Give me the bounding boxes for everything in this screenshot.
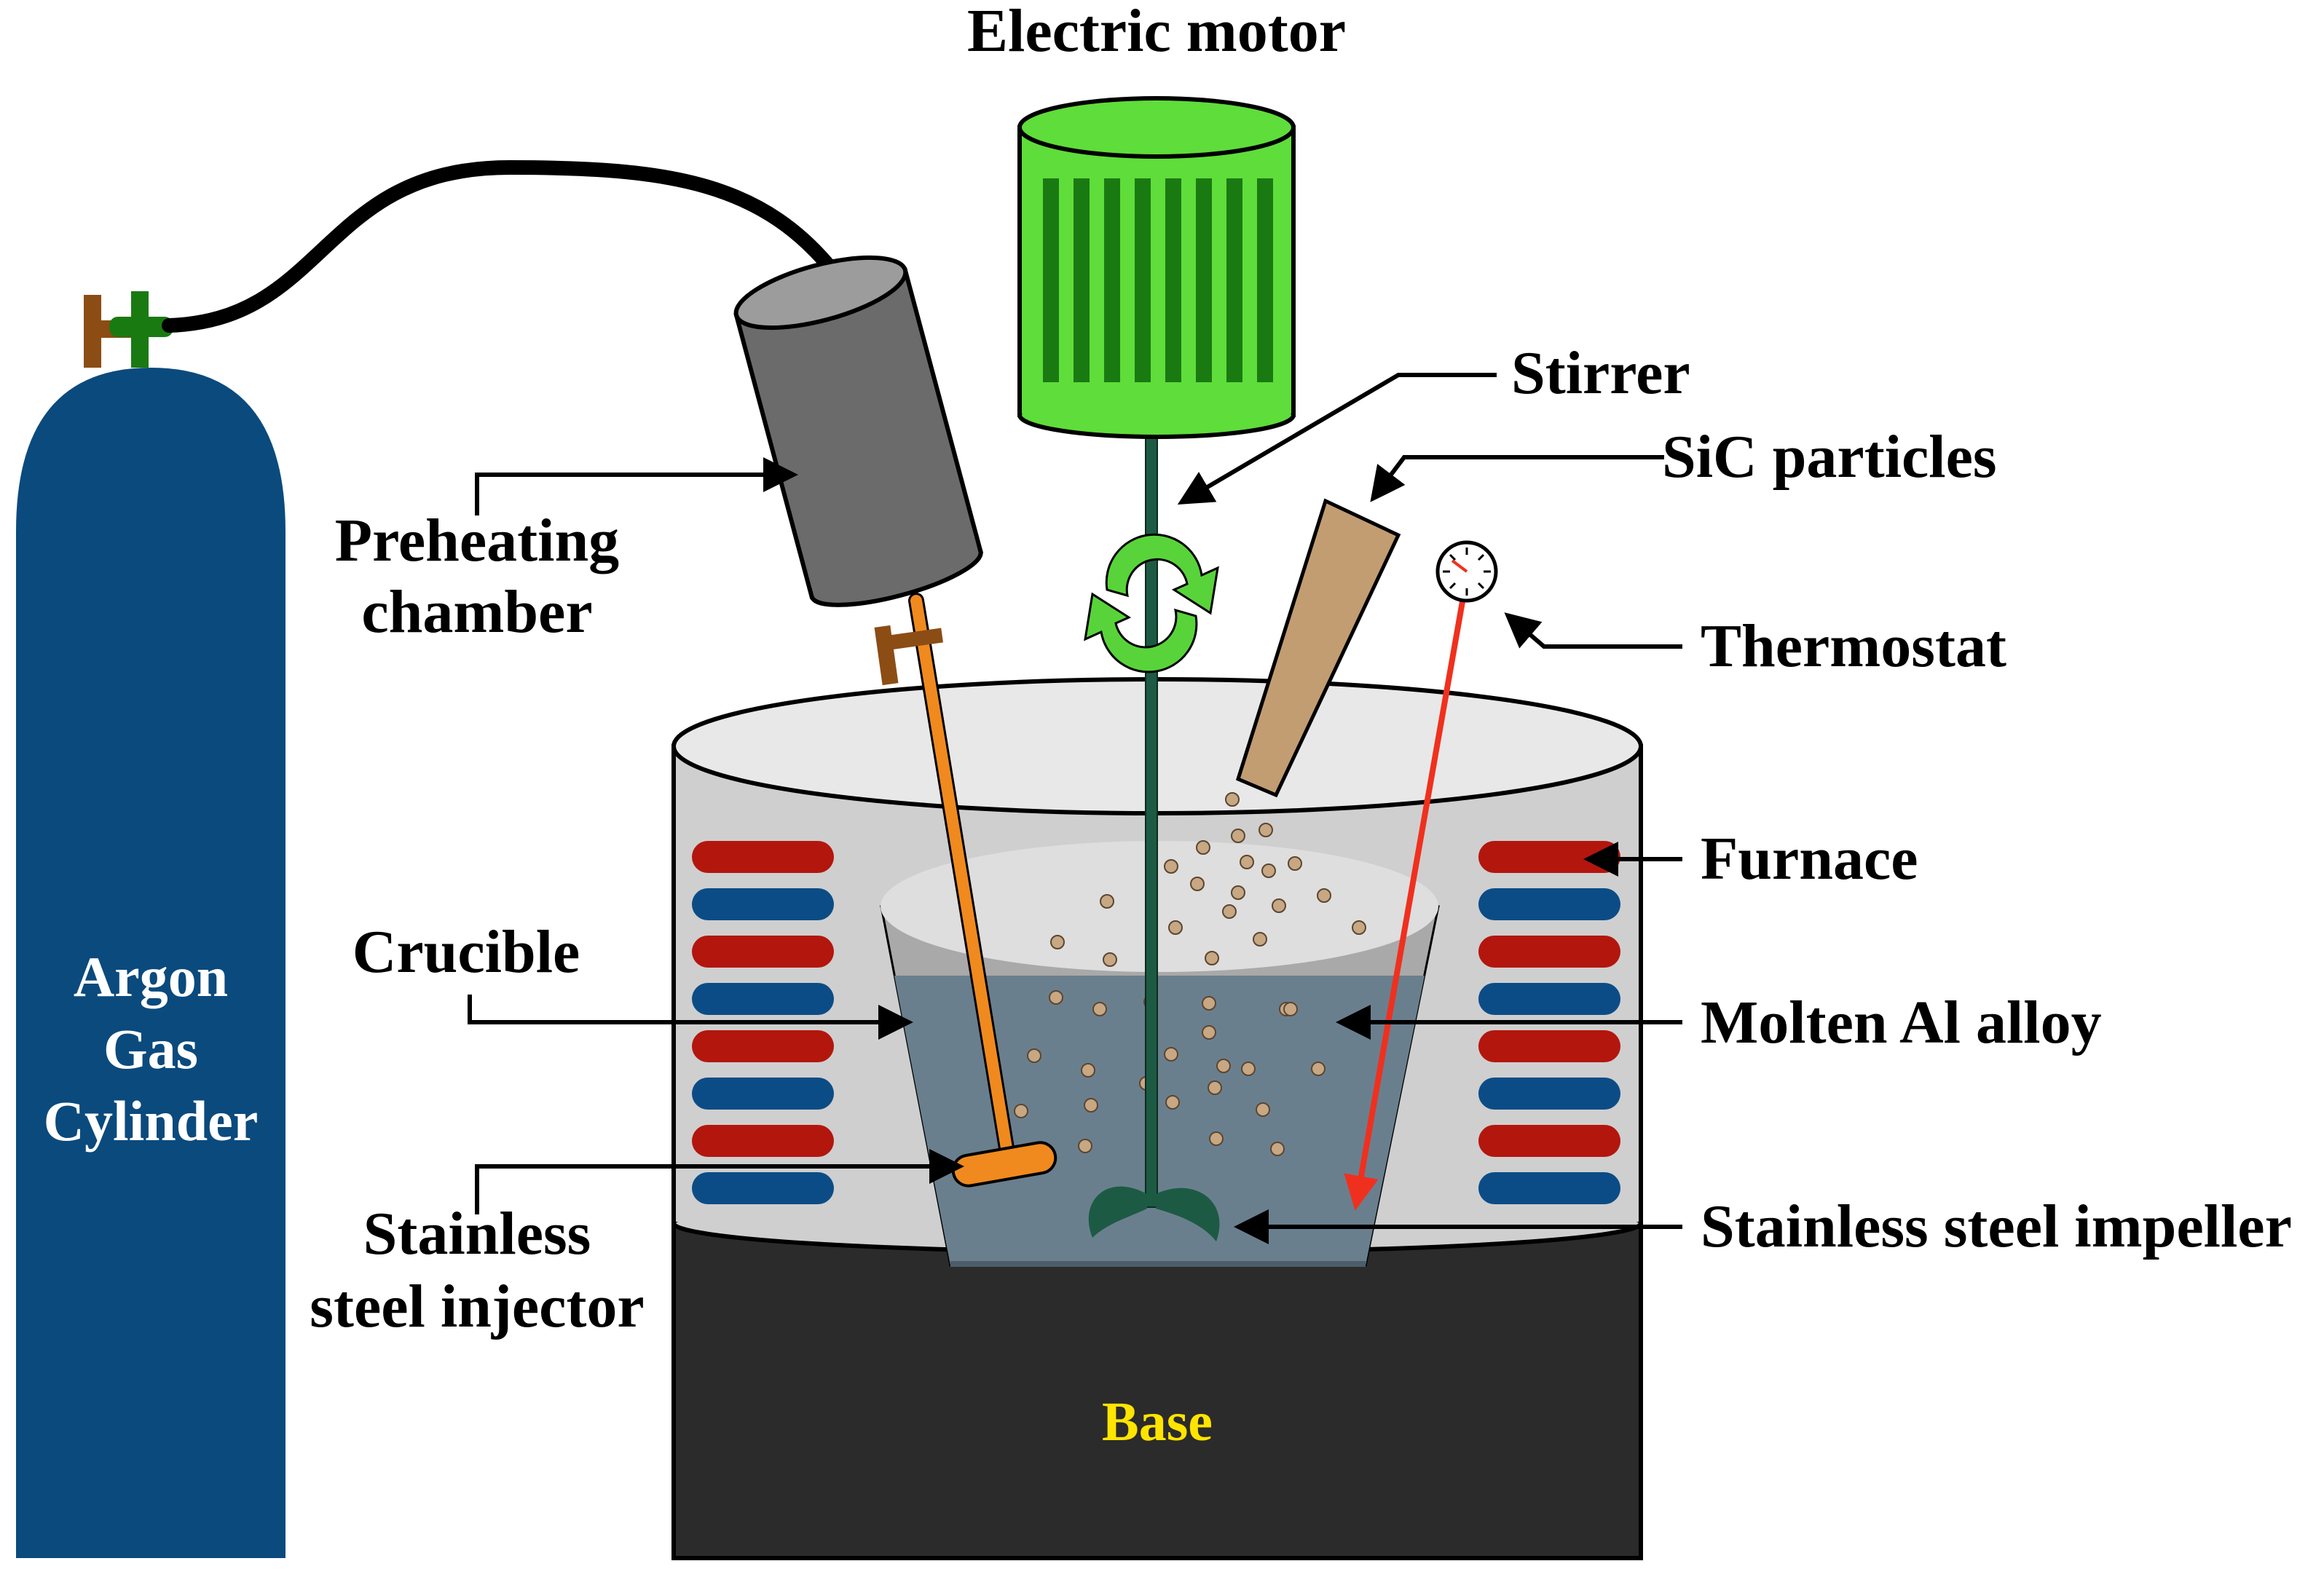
sic-hopper [1235, 498, 1401, 798]
gas-hose [162, 159, 845, 333]
electric-motor [1017, 96, 1296, 439]
sic-particles [1014, 792, 1366, 1156]
stainless-steel-injector [874, 593, 1057, 1187]
label-molten-al-alloy: Molten Al alloy [1701, 989, 2102, 1056]
preheating-chamber [733, 255, 984, 607]
label-sic-particles: SiC particles [1662, 423, 1997, 491]
label-thermostat: Thermostat [1701, 612, 2006, 680]
label-stainless: Stainless [363, 1200, 591, 1268]
base-label: Base [1102, 1391, 1213, 1453]
argon-label-3: Cylinder [44, 1089, 259, 1153]
argon-gas-cylinder: Argon Gas Cylinder [16, 291, 285, 1558]
label-electric-motor: Electric motor [967, 0, 1346, 65]
stainless-steel-impeller [1088, 1186, 1220, 1241]
rotation-arrows-icon [1084, 533, 1219, 673]
leader-lines [468, 373, 1682, 1244]
label-steel-injector: steel injector [310, 1273, 644, 1340]
base: Base [671, 1221, 1643, 1560]
heating-coils-right [1478, 841, 1620, 1204]
heating-coils-left [692, 841, 834, 1204]
label-stainless-steel-impeller: Stainless steel impeller [1701, 1193, 2292, 1260]
motor-vents [1043, 178, 1273, 382]
injector-valve-icon [874, 625, 944, 686]
label-chamber: chamber [361, 578, 592, 646]
argon-label-2: Gas [103, 1017, 198, 1080]
label-preheating: Preheating [335, 507, 619, 574]
label-furnace: Furnace [1701, 825, 1918, 893]
thermostat [1344, 540, 1498, 1211]
molten-al-alloy [894, 976, 1425, 1265]
label-crucible: Crucible [352, 918, 580, 986]
cylinder-valve-icon [84, 291, 173, 368]
argon-label-1: Argon [74, 945, 228, 1008]
label-stirrer: Stirrer [1511, 339, 1690, 407]
labels: Electric motor Stirrer SiC particles The… [310, 0, 2292, 1340]
